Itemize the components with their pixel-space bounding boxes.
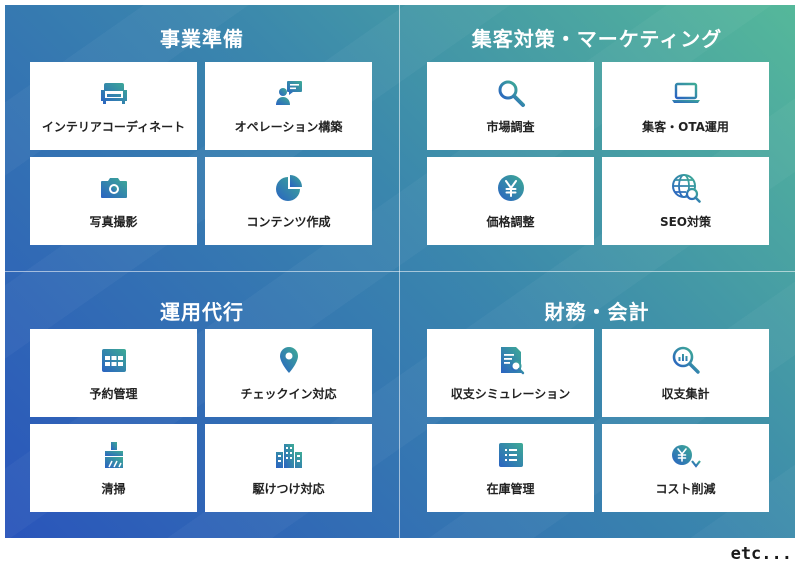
card-market-research: 市場調査 [427, 62, 594, 150]
card-label: 収支シミュレーション [450, 387, 571, 401]
card-label: 集客・OTA運用 [642, 120, 729, 134]
calendar-icon [99, 345, 129, 375]
quadrant-title: 運用代行 [160, 300, 244, 324]
card-label: 駆けつけ対応 [252, 482, 325, 496]
quadrant-operation-agency: 運用代行 予約管理 チェックイン対応 清掃 駆けつけ対応 [5, 272, 399, 538]
quadrant-title: 事業準備 [160, 27, 244, 51]
card-label: 写真撮影 [89, 215, 138, 229]
card-checkin-support: チェックイン対応 [205, 329, 372, 417]
magnifier-icon [496, 78, 526, 108]
card-label: チェックイン対応 [240, 387, 337, 401]
document-search-icon [496, 345, 526, 375]
pie-chart-icon [274, 173, 304, 203]
horizontal-divider [5, 271, 795, 272]
building-icon [274, 440, 304, 470]
yen-coin-icon [496, 173, 526, 203]
globe-search-icon [671, 173, 701, 203]
chart-search-icon [671, 345, 701, 375]
card-label: 市場調査 [486, 120, 535, 134]
quadrant-title: 集客対策・マーケティング [471, 27, 723, 51]
card-label: SEO対策 [659, 215, 712, 229]
card-emergency-response: 駆けつけ対応 [205, 424, 372, 512]
card-cleaning: 清掃 [30, 424, 197, 512]
card-label: コスト削減 [655, 482, 716, 496]
card-content-creation: コンテンツ作成 [205, 157, 372, 245]
card-cost-reduction: コスト削減 [602, 424, 769, 512]
card-price-adjustment: 価格調整 [427, 157, 594, 245]
card-ota-operation: 集客・OTA運用 [602, 62, 769, 150]
etc-note: etc... [730, 544, 792, 564]
card-label: オペレーション構築 [234, 120, 343, 134]
card-label: 価格調整 [486, 215, 535, 229]
camera-icon [99, 173, 129, 203]
card-seo: SEO対策 [602, 157, 769, 245]
quadrant-finance-accounting: 財務・会計 収支シミュレーション 収支集計 在庫管理 コスト削減 [400, 272, 794, 538]
quadrant-title: 財務・会計 [544, 300, 650, 324]
person-chat-icon [274, 78, 304, 108]
map-pin-icon [274, 345, 304, 375]
laptop-icon [671, 78, 701, 108]
card-interior-coordinate: インテリアコーディネート [30, 62, 197, 150]
quadrant-business-preparation: 事業準備 インテリアコーディネート オペレーション構築 写真撮影 コンテンツ作成 [5, 5, 399, 271]
card-inventory-management: 在庫管理 [427, 424, 594, 512]
yen-down-icon [671, 440, 701, 470]
card-income-simulation: 収支シミュレーション [427, 329, 594, 417]
card-label: コンテンツ作成 [246, 215, 331, 229]
card-label: 在庫管理 [486, 482, 535, 496]
sofa-icon [99, 78, 129, 108]
card-operation-building: オペレーション構築 [205, 62, 372, 150]
quadrant-marketing: 集客対策・マーケティング 市場調査 集客・OTA運用 価格調整 SEO対策 [400, 5, 794, 271]
card-label: 清掃 [101, 482, 126, 496]
card-income-aggregation: 収支集計 [602, 329, 769, 417]
card-label: 収支集計 [661, 387, 710, 401]
card-photography: 写真撮影 [30, 157, 197, 245]
card-label: インテリアコーディネート [41, 120, 186, 134]
card-label: 予約管理 [89, 387, 138, 401]
card-reservation-management: 予約管理 [30, 329, 197, 417]
list-icon [496, 440, 526, 470]
services-grid: 事業準備 インテリアコーディネート オペレーション構築 写真撮影 コンテンツ作成 [5, 5, 795, 538]
brush-icon [99, 440, 129, 470]
